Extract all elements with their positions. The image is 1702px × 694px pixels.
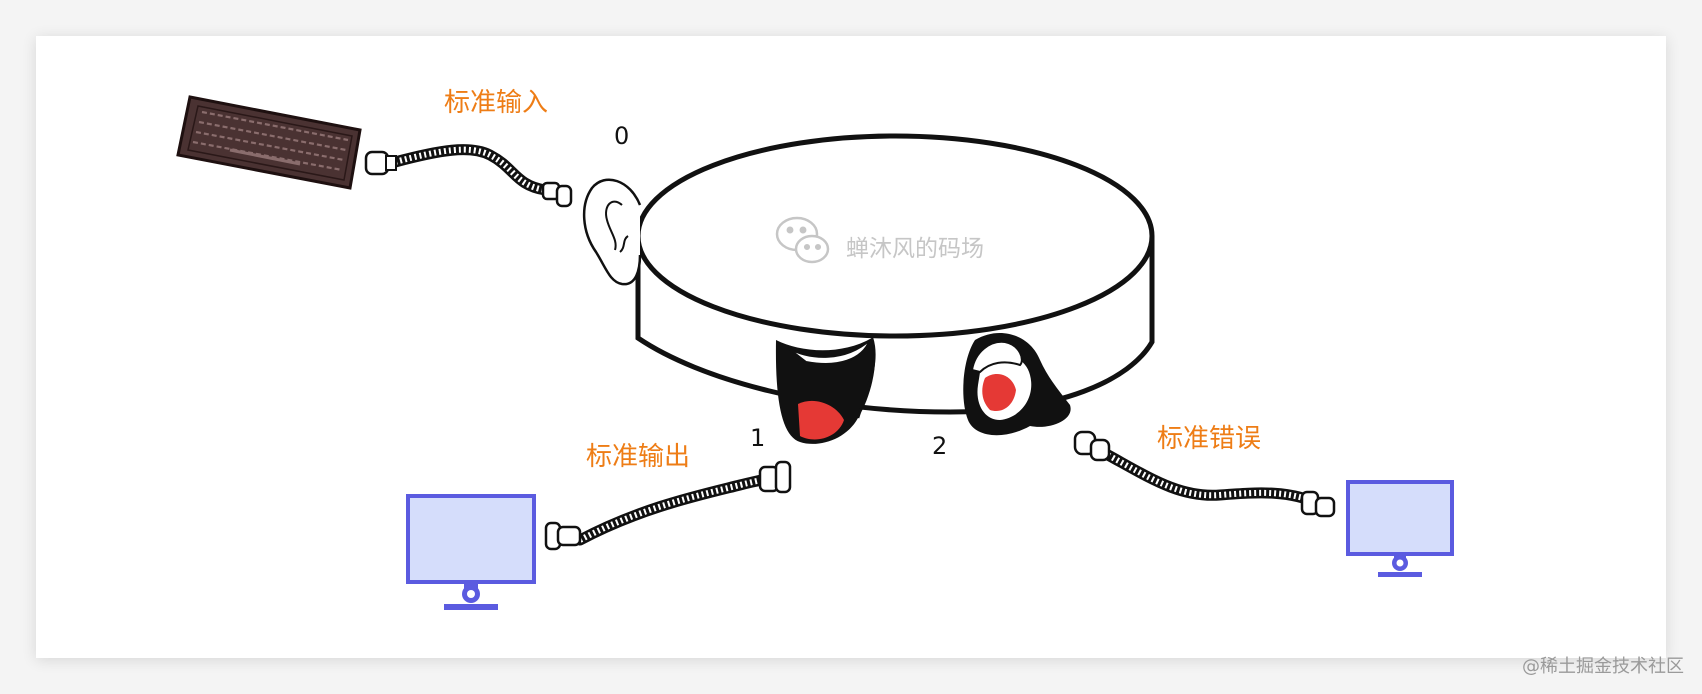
stderr-cable <box>1073 430 1336 518</box>
stdout-monitor-icon <box>406 494 536 610</box>
stderr-label: 标准错误 <box>1157 424 1262 454</box>
credit-text: @稀土掘金技术社区 <box>1522 656 1684 677</box>
keyboard-icon <box>176 95 362 190</box>
stdout-mouth-icon <box>775 337 876 444</box>
stderr-monitor-icon <box>1346 480 1454 577</box>
stdin-cable <box>364 144 573 208</box>
fd-stderr-number: 2 <box>932 432 948 460</box>
fd-stdout-number: 1 <box>750 424 766 452</box>
watermark-text: 蝉沐风的码场 <box>846 236 984 262</box>
wechat-icon <box>775 216 830 264</box>
ear-icon <box>582 178 642 286</box>
process-cylinder <box>635 133 1155 415</box>
fd-stdin-number: 0 <box>614 122 630 150</box>
stdout-label: 标准输出 <box>586 442 691 472</box>
stdout-cable <box>544 460 792 551</box>
stdin-label: 标准输入 <box>444 88 549 118</box>
stderr-mouth-icon <box>963 332 1071 436</box>
